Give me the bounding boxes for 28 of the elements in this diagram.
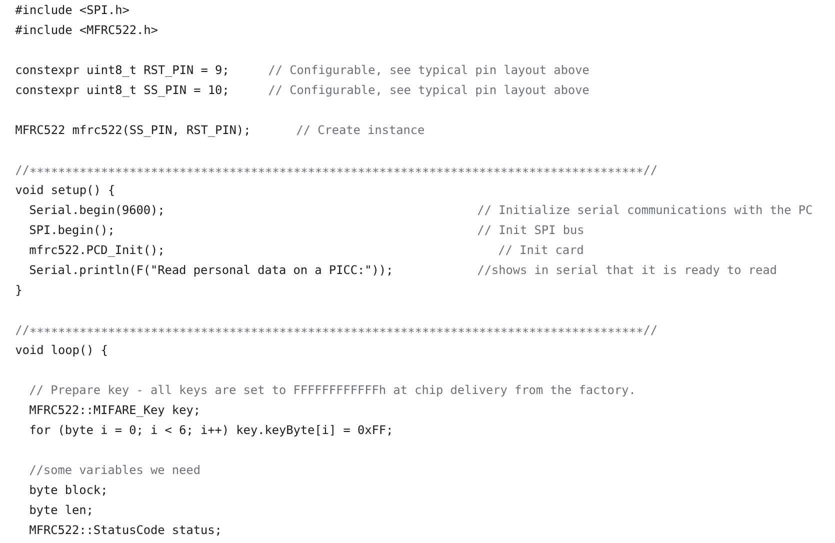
code-line: byte block;	[30, 484, 105, 496]
code-comment: // Configurable, see typical pin layout above	[268, 64, 589, 77]
code-comment: // Prepare key - all keys are set to FFFFFFFFFFFFh at chip delivery from the factory.	[30, 384, 633, 396]
code-comment: // Create instance	[296, 124, 424, 136]
code-comment: //∗∗∗∗∗∗∗∗∗∗∗∗∗∗∗∗∗∗∗∗∗∗∗∗∗∗∗∗∗∗∗∗∗∗∗∗∗∗∗∗∗∗∗∗∗∗∗∗∗∗∗∗∗∗∗∗∗∗∗∗∗∗∗∗∗∗∗∗∗∗∗∗∗∗∗∗∗∗∗∗∗∗∗∗∗∗//	[16, 325, 657, 336]
code-line: byte len;	[30, 504, 91, 516]
code-line: SPI.begin();	[30, 224, 112, 237]
code-comment: // Initialize serial communications with the PC	[478, 204, 812, 216]
code-line: }	[16, 284, 22, 296]
code-comment: //∗∗∗∗∗∗∗∗∗∗∗∗∗∗∗∗∗∗∗∗∗∗∗∗∗∗∗∗∗∗∗∗∗∗∗∗∗∗∗∗∗∗∗∗∗∗∗∗∗∗∗∗∗∗∗∗∗∗∗∗∗∗∗∗∗∗∗∗∗∗∗∗∗∗∗∗∗∗∗∗∗∗∗∗∗∗//	[16, 165, 657, 176]
code-line: constexpr uint8_t RST_PIN = 9;	[16, 64, 227, 77]
code-comment: //some variables we need	[30, 464, 200, 476]
code-line: for (byte i = 0; i < 6; i++) key.keyByte[i] = 0xFF;	[30, 424, 390, 436]
code-comment: // Configurable, see typical pin layout above	[268, 84, 589, 97]
code-line: Serial.begin(9600);	[30, 204, 162, 217]
code-comment: // Init SPI bus	[478, 224, 584, 236]
code-line: void loop() {	[16, 344, 107, 356]
code-line: void setup() {	[16, 184, 114, 196]
code-line: #include <SPI.h>	[15, 4, 129, 14]
code-line: MFRC522::StatusCode status;	[30, 524, 220, 536]
code-line: mfrc522.PCD_Init();	[30, 244, 162, 257]
code-line: MFRC522::MIFARE_Key key;	[30, 404, 198, 417]
code-comment: //shows in serial that it is ready to read	[478, 264, 776, 276]
code-line: Serial.println(F("Read personal data on a PICC:"));	[30, 264, 390, 276]
code-line: MFRC522 mfrc522(SS_PIN, RST_PIN);	[16, 124, 248, 137]
code-line: #include <MFRC522.h>	[15, 24, 158, 34]
code-line: constexpr uint8_t SS_PIN = 10;	[16, 84, 227, 97]
code-comment: // Init card	[498, 244, 583, 256]
